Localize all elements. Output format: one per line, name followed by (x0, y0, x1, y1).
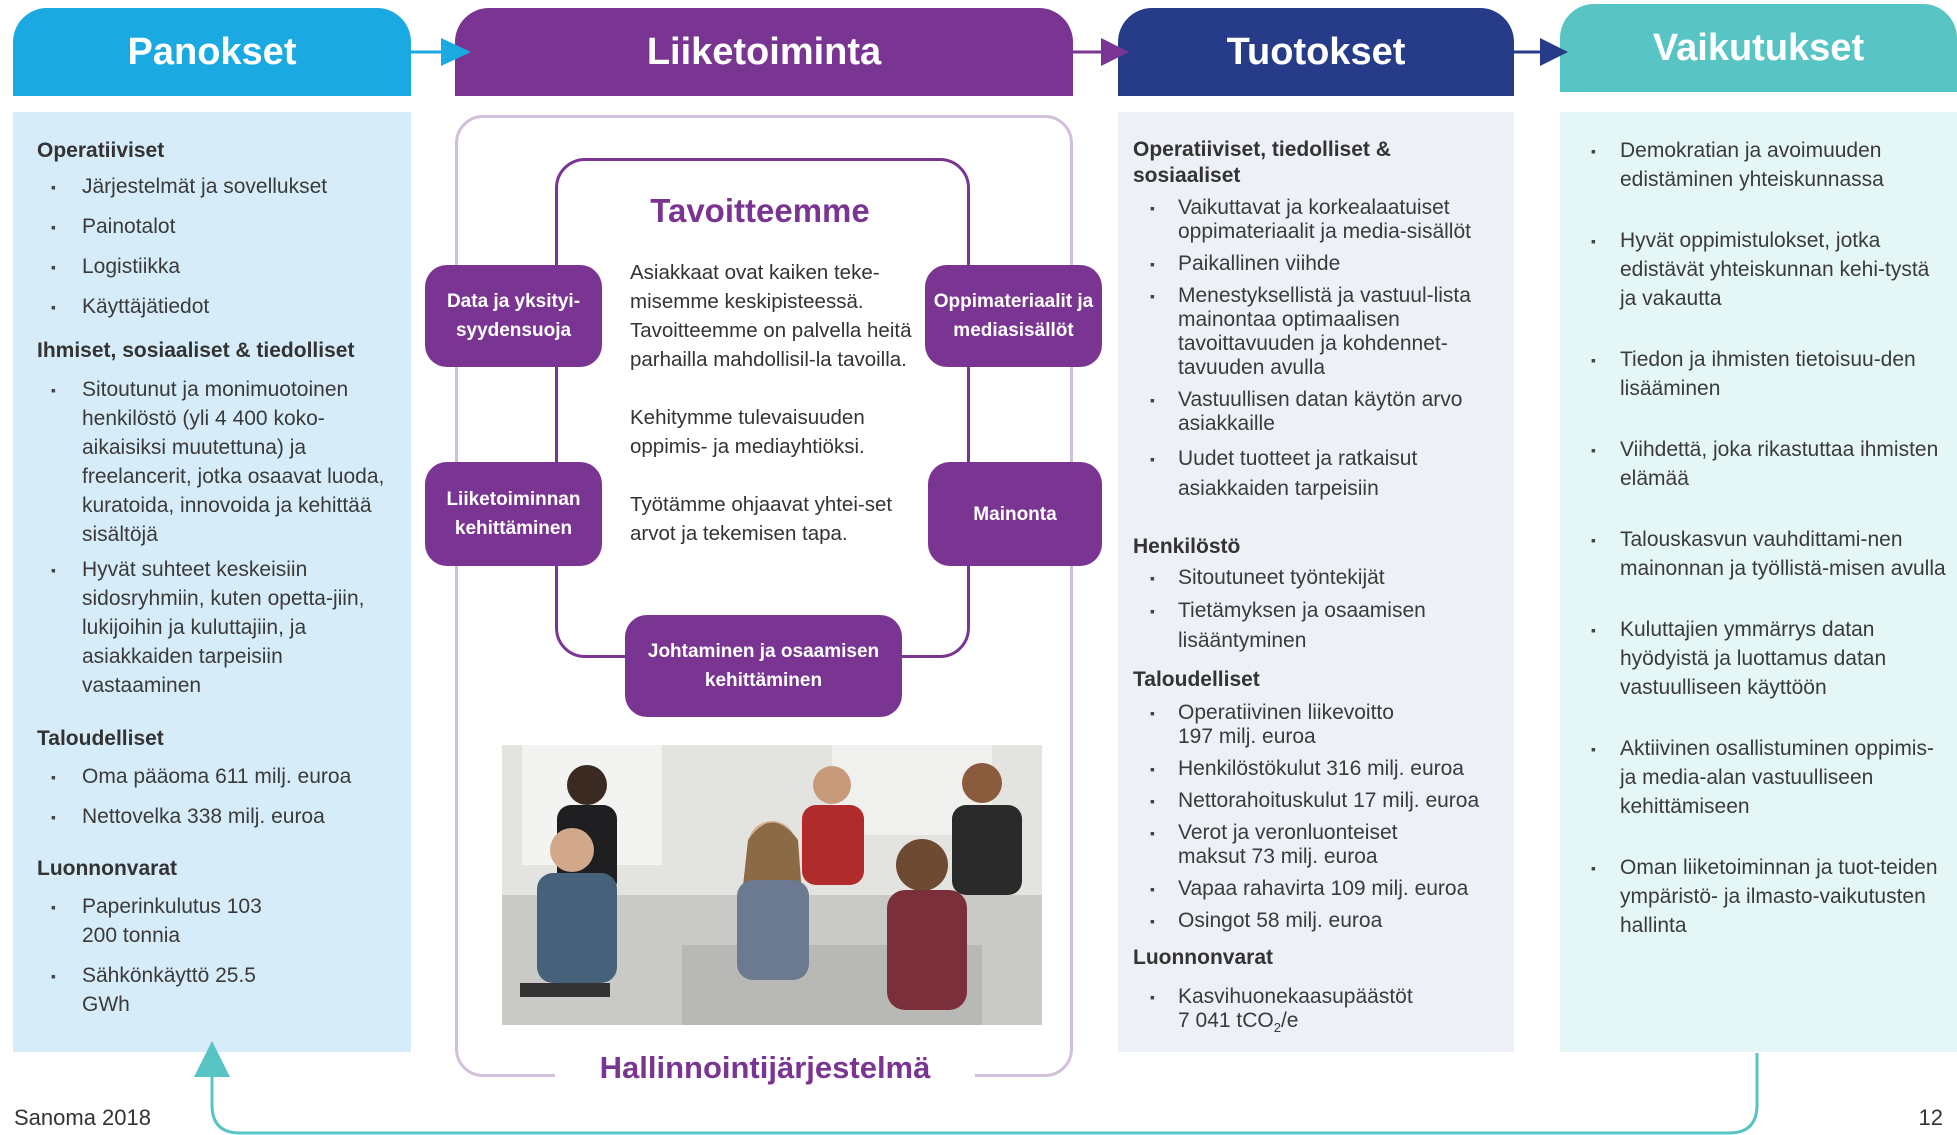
list-item: Oma pääoma 611 milj. euroa (13, 762, 403, 792)
list: Paperinkulutus 103 200 tonnia Sähkönkäyt… (13, 892, 293, 1019)
list-item: Vastuullisen datan käytön arvo asiakkail… (1118, 388, 1503, 436)
feedback-arrow-icon (194, 1041, 1759, 1135)
pill-mainonta: Mainonta (928, 462, 1102, 566)
list-item: Menestyksellistä ja vastuul-lista mainon… (1118, 284, 1503, 380)
list: Sitoutunut ja monimuotoinen henkilöstö (… (13, 375, 398, 700)
list: Järjestelmät ja sovellukset Painotalot L… (13, 172, 403, 322)
list-item: Paikallinen viihde (1118, 252, 1503, 276)
list: Oma pääoma 611 milj. euroa Nettovelka 33… (13, 762, 403, 832)
list-item: Osingot 58 milj. euroa (1118, 909, 1514, 933)
pill-liiketoiminnan: Liiketoiminnan kehittäminen (425, 462, 602, 566)
list-item: Kasvihuonekaasupäästöt 7 041 tCO2/e (1118, 985, 1428, 1040)
list-item: Tiedon ja ihmisten tietoisuu-den lisäämi… (1560, 345, 1950, 403)
co2-text: Kasvihuonekaasupäästöt 7 041 tCO (1178, 985, 1413, 1032)
header-liiketoiminta: Liiketoiminta (455, 8, 1073, 96)
goal-text: Asiakkaat ovat kaiken teke-misemme keski… (630, 258, 920, 577)
list-item: Painotalot (13, 212, 403, 242)
list-item: Verot ja veronluonteiset maksut 73 milj.… (1118, 821, 1428, 869)
goal-paragraph: Asiakkaat ovat kaiken teke-misemme keski… (630, 261, 912, 371)
header-vaikutukset: Vaikutukset (1560, 4, 1957, 92)
list-item: Nettovelka 338 milj. euroa (13, 802, 403, 832)
list-item: Hyvät oppimistulokset, jotka edistävät y… (1560, 226, 1950, 313)
pill-oppimateriaalit: Oppimateriaalit ja mediasisällöt (925, 265, 1102, 367)
section-title: Taloudelliset (1133, 668, 1260, 691)
list-item: Demokratian ja avoimuuden edistäminen yh… (1560, 136, 1950, 194)
list-item: Talouskasvun vauhdittami-nen mainonnan j… (1560, 525, 1950, 583)
list-item: Uudet tuotteet ja ratkaisut asiakkaiden … (1118, 444, 1503, 504)
pill-data: Data ja yksityi-syydensuoja (425, 265, 602, 367)
list-item: Oman liiketoiminnan ja tuot-teiden ympär… (1560, 853, 1950, 940)
section-title: Henkilöstö (1133, 535, 1241, 558)
goal-title: Tavoitteemme (650, 192, 870, 229)
list-item: Kuluttajien ymmärrys datan hyödyistä ja … (1560, 615, 1950, 702)
tuotokset-panel: Operatiiviset, tiedolliset & sosiaaliset… (1118, 112, 1514, 1052)
goal-paragraph: Kehitymme tulevaisuuden oppimis- ja medi… (630, 406, 865, 458)
footer-brand: Sanoma 2018 (14, 1105, 151, 1130)
team-photo (502, 745, 1042, 1025)
list-item: Vaikuttavat ja korkealaatuiset oppimater… (1118, 196, 1503, 244)
section-title: Luonnonvarat (37, 857, 177, 880)
list-item: Sitoutunut ja monimuotoinen henkilöstö (… (13, 375, 398, 549)
panokset-panel: Operatiiviset Järjestelmät ja sovellukse… (13, 112, 411, 1052)
list-item: Järjestelmät ja sovellukset (13, 172, 403, 202)
list-item: Sitoutuneet työntekijät (1118, 566, 1448, 590)
list-item: Käyttäjätiedot (13, 292, 403, 322)
co2-subscript: 2 (1273, 1020, 1281, 1036)
header-panokset: Panokset (13, 8, 411, 96)
governance-label: Hallinnointijärjestelmä (555, 1050, 975, 1086)
header-tuotokset: Tuotokset (1118, 8, 1514, 96)
section-title: Taloudelliset (37, 727, 164, 750)
list-item: Hyvät suhteet keskeisiin sidosryhmiin, k… (13, 555, 398, 700)
list-item: Aktiivinen osallistuminen oppimis- ja me… (1560, 734, 1950, 821)
list: Kasvihuonekaasupäästöt 7 041 tCO2/e (1118, 985, 1428, 1040)
list: Vaikuttavat ja korkealaatuiset oppimater… (1118, 196, 1503, 504)
pill-johtaminen: Johtaminen ja osaamisen kehittäminen (625, 615, 902, 717)
list-item: Vapaa rahavirta 109 milj. euroa (1118, 877, 1514, 901)
list-item: Sähkönkäyttö 25.5 GWh (13, 961, 293, 1019)
list-item: Logistiikka (13, 252, 403, 282)
list: Sitoutuneet työntekijät Tietämyksen ja o… (1118, 566, 1448, 656)
section-title: Operatiiviset (37, 139, 165, 162)
co2-unit: /e (1280, 1009, 1299, 1032)
page-number: 12 (1918, 1105, 1943, 1130)
list-item: Paperinkulutus 103 200 tonnia (13, 892, 293, 950)
list-item: Nettorahoituskulut 17 milj. euroa (1118, 789, 1514, 813)
section-title: Ihmiset, sosiaaliset & tiedolliset (37, 339, 355, 362)
section-title: Luonnonvarat (1133, 946, 1273, 969)
list-item: Operatiivinen liikevoitto 197 milj. euro… (1118, 701, 1418, 749)
section-title: Operatiiviset, tiedolliset & sosiaaliset (1133, 138, 1391, 187)
list-item: Viihdettä, joka rikastuttaa ihmisten elä… (1560, 435, 1950, 493)
list-item: Henkilöstökulut 316 milj. euroa (1118, 757, 1514, 781)
list: Demokratian ja avoimuuden edistäminen yh… (1560, 136, 1950, 972)
list: Operatiivinen liikevoitto 197 milj. euro… (1118, 701, 1514, 933)
vaikutukset-panel: Demokratian ja avoimuuden edistäminen yh… (1560, 112, 1957, 1052)
list-item: Tietämyksen ja osaamisen lisääntyminen (1118, 596, 1448, 656)
goal-paragraph: Työtämme ohjaavat yhtei-set arvot ja tek… (630, 493, 893, 545)
